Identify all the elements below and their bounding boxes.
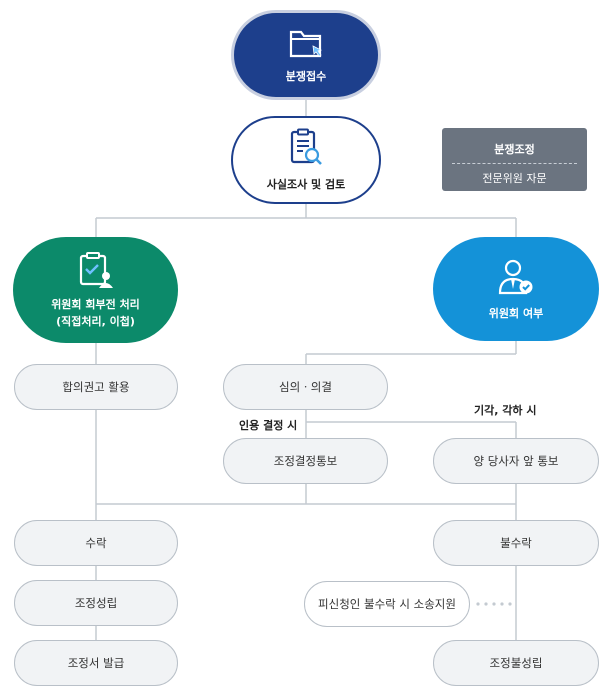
- dispute-receipt-node: 분쟁접수: [231, 10, 381, 100]
- decision-notice-node: 조정결정통보: [223, 438, 388, 484]
- accept-decision-annotation: 인용 결정 시: [239, 419, 298, 432]
- accept-node: 수락: [14, 520, 178, 566]
- committee-pre-processing-node: 위원회 회부전 처리 (직접처리, 이첩): [13, 237, 178, 343]
- committee-referral-node: 위원회 여부: [433, 237, 599, 341]
- both-notice-node: 양 당사자 앞 통보: [433, 438, 599, 484]
- refuse-label: 불수락: [500, 536, 532, 550]
- deliberation-label: 심의ㆍ의결: [279, 380, 332, 394]
- issuance-label: 조정서 발급: [67, 656, 125, 670]
- failed-node: 조정불성립: [433, 640, 599, 686]
- box-divider: [452, 163, 577, 164]
- fact-review-label: 사실조사 및 검토: [266, 177, 346, 191]
- committee-pre-line2: (직접처리, 이첩): [56, 315, 135, 328]
- fact-review-node: 사실조사 및 검토: [231, 116, 381, 204]
- established-label: 조정성립: [74, 596, 118, 610]
- both-notice-label: 양 당사자 앞 통보: [473, 454, 559, 468]
- dispute-receipt-label: 분쟁접수: [285, 69, 327, 83]
- person-check-icon: [498, 259, 533, 294]
- recommend-label: 합의권고 활용: [62, 380, 130, 394]
- committee-referral-label: 위원회 여부: [488, 306, 544, 320]
- clipboard-person-icon: [79, 252, 113, 288]
- reject-annotation: 기각, 각하 시: [474, 404, 537, 417]
- lawsuit-support-node: 피신청인 불수락 시 소송지원: [304, 581, 470, 627]
- advisory-subtitle: 전문위원 자문: [482, 172, 547, 185]
- deliberation-node: 심의ㆍ의결: [223, 364, 388, 410]
- failed-label: 조정불성립: [489, 656, 543, 670]
- established-node: 조정성립: [14, 580, 178, 626]
- mediation-advisory-box: 분쟁조정 전문위원 자문: [442, 128, 587, 191]
- document-search-icon: [290, 128, 322, 165]
- lawsuit-support-label: 피신청인 불수락 시 소송지원: [318, 597, 456, 611]
- committee-pre-line1: 위원회 회부전 처리: [51, 298, 140, 311]
- mediation-title: 분쟁조정: [494, 143, 535, 156]
- issuance-node: 조정서 발급: [14, 640, 178, 686]
- folder-cursor-icon: [289, 30, 323, 57]
- dotted-connector: [476, 602, 512, 606]
- refuse-node: 불수락: [433, 520, 599, 566]
- accept-label: 수락: [85, 536, 107, 550]
- recommend-node: 합의권고 활용: [14, 364, 178, 410]
- decision-notice-label: 조정결정통보: [273, 454, 338, 468]
